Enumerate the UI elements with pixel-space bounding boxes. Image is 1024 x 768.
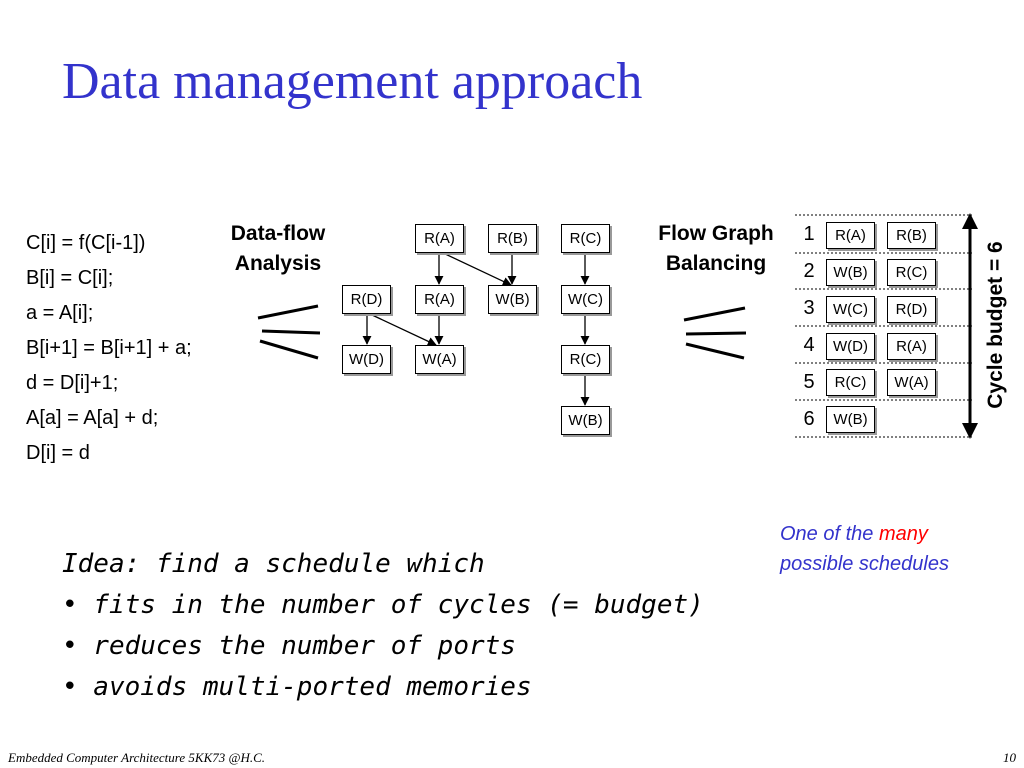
code-line: B[i] = C[i]; — [26, 267, 114, 289]
node-read-d: R(D) — [342, 285, 391, 314]
schedule-op: W(B) — [826, 259, 875, 286]
node-read-b: R(B) — [488, 224, 537, 253]
schedule-note-line1: One of the many — [780, 519, 949, 549]
footer-text: Embedded Computer Architecture 5KK73 @H.… — [8, 750, 266, 765]
cycle-number: 3 — [803, 297, 815, 319]
code-line: B[i+1] = B[i+1] + a; — [26, 337, 192, 359]
idea-text: Idea: find a schedule which • fits in th… — [62, 544, 704, 708]
transform-arrow-right-2 — [685, 331, 747, 336]
code-line: C[i] = f(C[i-1]) — [26, 232, 146, 254]
budget-arrow-head-bottom — [962, 423, 978, 439]
schedule-note: One of the many possible schedules — [780, 519, 949, 579]
dataflow-heading: Data-flow Analysis — [214, 219, 342, 279]
transform-arrow-right-3 — [685, 342, 745, 360]
transform-arrow-left-1 — [257, 304, 319, 320]
schedule-op: W(B) — [826, 406, 875, 433]
node-write-b-2: W(B) — [561, 406, 610, 435]
node-write-a: W(A) — [415, 345, 464, 374]
schedule-op: R(C) — [887, 259, 936, 286]
schedule-op: R(B) — [887, 222, 936, 249]
slide-title: Data management approach — [62, 53, 643, 110]
edge-ra-wb — [440, 251, 512, 286]
schedule-op: W(A) — [887, 369, 936, 396]
balancing-heading-line2: Balancing — [665, 252, 767, 275]
page-number: 10 — [1003, 750, 1016, 765]
code-listing: C[i] = f(C[i-1]) B[i] = C[i]; a = A[i]; … — [26, 226, 192, 471]
schedule-op: R(A) — [887, 333, 936, 360]
transform-arrow-right-1 — [683, 306, 746, 322]
cycle-number: 5 — [803, 371, 815, 393]
cycle-budget-label: Cycle budget = 6 — [984, 241, 1007, 409]
node-write-c: W(C) — [561, 285, 610, 314]
schedule-op: W(D) — [826, 333, 875, 360]
dataflow-heading-line1: Data-flow — [230, 222, 326, 245]
idea-bullet: • fits in the number of cycles (= budget… — [62, 590, 704, 620]
node-write-d: W(D) — [342, 345, 391, 374]
balancing-heading: Flow Graph Balancing — [642, 219, 790, 279]
node-read-c-2: R(C) — [561, 345, 610, 374]
idea-bullet: • reduces the number of ports — [62, 631, 516, 661]
idea-bullet: • avoids multi-ported memories — [62, 672, 532, 702]
schedule-note-line2: possible schedules — [780, 553, 949, 575]
cycle-number: 6 — [803, 408, 815, 430]
cycle-number: 4 — [803, 334, 815, 356]
schedule-op: W(C) — [826, 296, 875, 323]
schedule-op: R(D) — [887, 296, 936, 323]
transform-arrow-left-3 — [259, 339, 319, 360]
node-read-c: R(C) — [561, 224, 610, 253]
idea-heading: Idea: find a schedule which — [62, 549, 485, 579]
schedule-note-text: One of the — [780, 523, 879, 545]
budget-arrow-head-top — [962, 213, 978, 229]
code-line: D[i] = d — [26, 442, 90, 464]
edge-rd-wa — [369, 313, 437, 346]
code-line: A[a] = A[a] + d; — [26, 407, 159, 429]
schedule-note-highlight: many — [878, 523, 928, 545]
node-write-b: W(B) — [488, 285, 537, 314]
node-read-a: R(A) — [415, 224, 464, 253]
transform-arrow-left-2 — [261, 329, 321, 335]
schedule-op: R(C) — [826, 369, 875, 396]
dataflow-heading-line2: Analysis — [234, 252, 322, 275]
schedule-op: R(A) — [826, 222, 875, 249]
code-line: d = D[i]+1; — [26, 372, 119, 394]
cycle-number: 1 — [803, 223, 815, 245]
balancing-heading-line1: Flow Graph — [658, 222, 774, 245]
code-line: a = A[i]; — [26, 302, 94, 324]
cycle-number: 2 — [803, 260, 815, 282]
node-read-a-2: R(A) — [415, 285, 464, 314]
